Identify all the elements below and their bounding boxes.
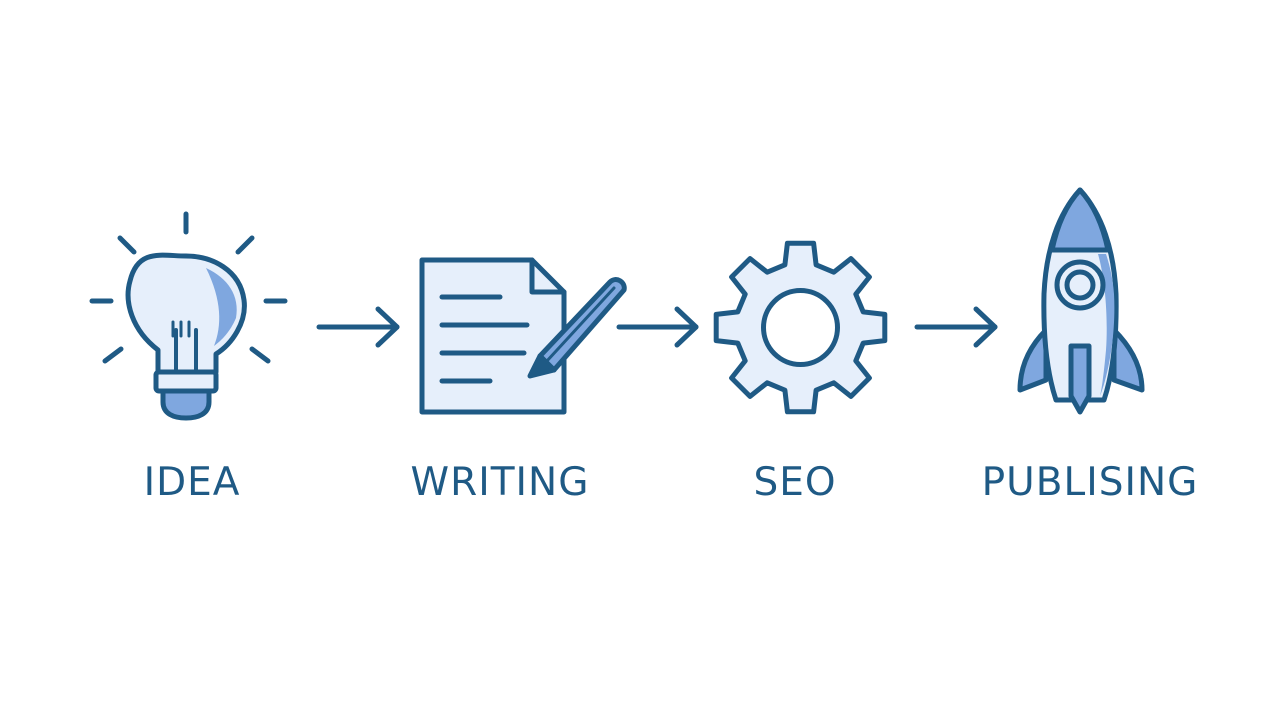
step-label-writing: WRITING (410, 460, 590, 505)
arrow-1 (316, 306, 400, 348)
step-label-publishing: PUBLISING (981, 460, 1199, 505)
gear-icon (713, 240, 888, 415)
document-pencil-icon (419, 257, 627, 415)
lightbulb-icon (89, 211, 288, 421)
arrow-2 (616, 306, 699, 348)
lightbulb-rays (89, 211, 288, 364)
step-label-seo: SEO (753, 460, 837, 505)
rocket-icon (1017, 187, 1145, 415)
arrow-3 (914, 306, 998, 348)
pencil-icon (527, 277, 627, 379)
step-label-idea: IDEA (143, 460, 241, 505)
